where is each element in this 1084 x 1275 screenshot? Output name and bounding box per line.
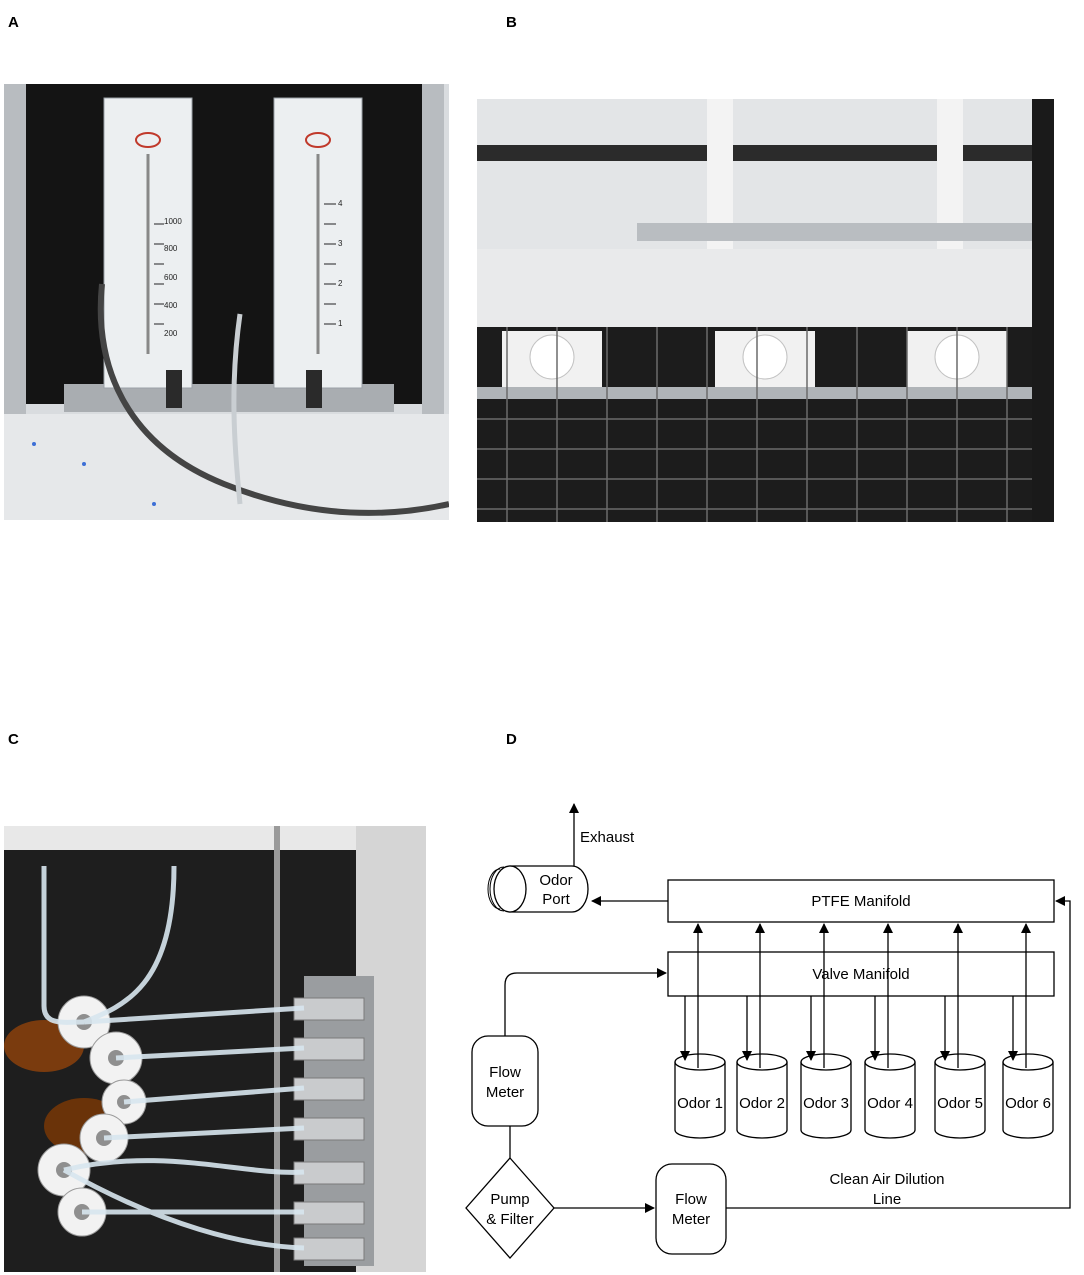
scale-label: 800 — [164, 244, 178, 253]
odor-canister-4: Odor 4 — [864, 1053, 916, 1139]
odor-canister-3: Odor 3 — [800, 1053, 852, 1139]
pump-filter-label: & Filter — [486, 1211, 534, 1228]
scale-label: 4 — [338, 199, 343, 208]
photo-odor-ports — [477, 99, 1054, 522]
odor-label: Odor 3 — [803, 1095, 849, 1112]
valve-manifold — [667, 951, 1055, 997]
dilution-label: Clean Air Dilution — [829, 1171, 944, 1188]
dilution-line — [726, 896, 1071, 1209]
panel-label-b: B — [506, 14, 517, 31]
odor-label: Odor 2 — [739, 1095, 785, 1112]
odor-label: Odor 1 — [677, 1095, 723, 1112]
flow-schematic: Exhaust Odor Port PTFE Manifold Valve Ma… — [465, 803, 1071, 1259]
odor-label: Odor 4 — [867, 1095, 913, 1112]
valve-manifold-label: Valve Manifold — [812, 966, 909, 983]
flow-meter-top — [471, 1035, 539, 1127]
odor-canister-1: Odor 1 — [674, 1053, 726, 1139]
odor-port-label: Odor — [539, 872, 572, 889]
flow-meter-bottom-label: Flow — [675, 1191, 707, 1208]
scale-label: 3 — [338, 239, 343, 248]
flow-meter-top-label: Meter — [486, 1084, 524, 1101]
odor-port-label: Port — [542, 891, 570, 908]
panel-label-a: A — [8, 14, 19, 31]
scale-label: 2 — [338, 279, 343, 288]
photo-valve-tubing — [4, 826, 426, 1272]
flow-meter-bottom — [655, 1163, 727, 1255]
flow-meter-top-label: Flow — [489, 1064, 521, 1081]
odor-canisters: Odor 1 Odor 2 Odor 3 Odor 4 Odor 5 Odor 6 — [674, 923, 1054, 1139]
pump-filter — [465, 1157, 555, 1259]
ptfe-manifold — [667, 879, 1055, 923]
scale-label: 1 — [338, 319, 343, 328]
panel-label-c: C — [8, 731, 19, 748]
dilution-label: Line — [873, 1191, 901, 1208]
scale-label: 200 — [164, 329, 178, 338]
odor-label: Odor 6 — [1005, 1095, 1051, 1112]
flow-to-valve-arrow — [504, 968, 667, 1036]
scale-label: 600 — [164, 273, 178, 282]
odor-canister-5: Odor 5 — [934, 1053, 986, 1139]
odor-label: Odor 5 — [937, 1095, 983, 1112]
exhaust-label: Exhaust — [580, 829, 635, 846]
photo-flow-meters: 1000 800 600 400 200 4 3 2 1 — [4, 84, 449, 520]
scale-label: 1000 — [164, 217, 182, 226]
flow-meter-bottom-label: Meter — [672, 1211, 710, 1228]
scale-label: 400 — [164, 301, 178, 310]
panel-label-d: D — [506, 731, 517, 748]
odor-canister-2: Odor 2 — [736, 1053, 788, 1139]
pump-filter-label: Pump — [490, 1191, 529, 1208]
ptfe-manifold-label: PTFE Manifold — [811, 893, 910, 910]
odor-canister-6: Odor 6 — [1002, 1053, 1054, 1139]
odor-port: Odor Port — [487, 865, 589, 913]
